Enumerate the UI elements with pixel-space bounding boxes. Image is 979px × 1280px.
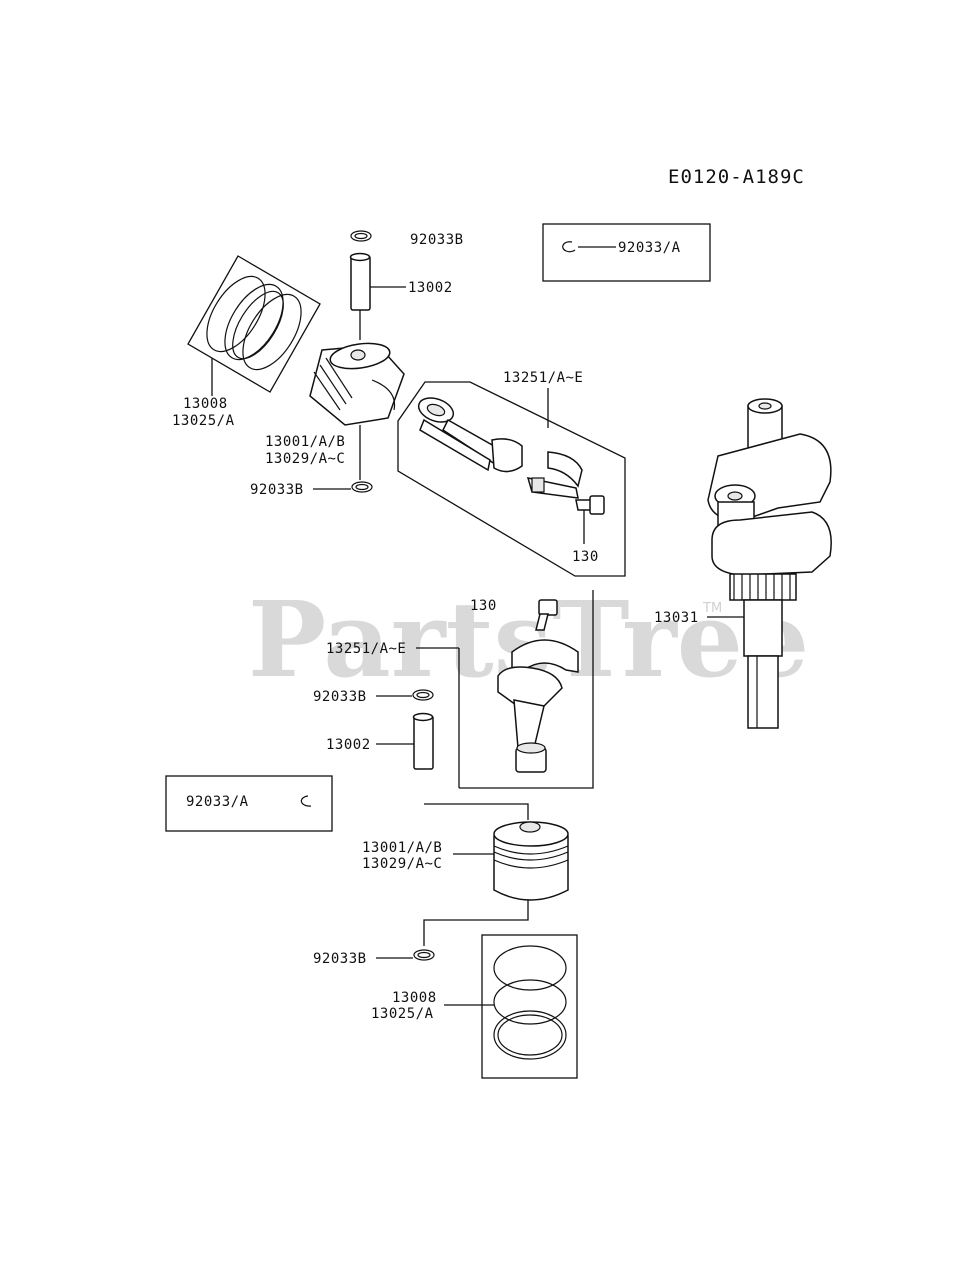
watermark-trademark: TM	[702, 601, 722, 616]
clip-inset-icon[interactable]	[562, 241, 576, 253]
rod-bolt-icon-top[interactable]	[575, 495, 605, 515]
connecting-rod-icon-top[interactable]	[415, 394, 583, 499]
label-bottom-piston-2[interactable]: 13029/A~C	[362, 856, 442, 872]
clip-inset-box-top	[542, 223, 711, 282]
label-bottom-clip-lower[interactable]: 92033B	[313, 951, 367, 967]
piston-pin-icon[interactable]	[349, 252, 371, 311]
label-top-rings-2[interactable]: 13025/A	[172, 413, 235, 429]
label-top-pin[interactable]: 13002	[408, 280, 453, 296]
piston-rings-box-bottom	[481, 934, 578, 1079]
rod-bolt-icon-bottom[interactable]	[535, 599, 558, 631]
label-bottom-piston-1[interactable]: 13001/A/B	[362, 840, 442, 856]
connecting-rod-box-top	[397, 381, 626, 577]
piston-icon-bottom[interactable]	[493, 821, 569, 901]
label-top-piston-1[interactable]: 13001/A/B	[265, 434, 345, 450]
label-bottom-rod[interactable]: 13251/A~E	[326, 641, 406, 657]
clip-inset-bottom-icon[interactable]	[300, 795, 312, 807]
label-bottom-clip-upper[interactable]: 92033B	[313, 689, 367, 705]
label-bottom-rings-2[interactable]: 13025/A	[371, 1006, 434, 1022]
clip-inset-box-bottom	[165, 775, 333, 832]
diagram-code: E0120-A189C	[668, 166, 805, 188]
label-top-clip-lower[interactable]: 92033B	[250, 482, 304, 498]
label-top-rings-1[interactable]: 13008	[183, 396, 228, 412]
label-top-clip-box[interactable]: 92033/A	[618, 240, 681, 256]
piston-rings-icon-bottom[interactable]	[493, 945, 567, 1060]
piston-pin-clip-bottom-lower-icon[interactable]	[413, 949, 435, 961]
label-top-piston-2[interactable]: 13029/A~C	[265, 451, 345, 467]
label-top-clip[interactable]: 92033B	[410, 232, 464, 248]
label-bottom-rings-1[interactable]: 13008	[392, 990, 437, 1006]
label-crankshaft[interactable]: 13031	[654, 610, 699, 626]
piston-pin-clip-bottom-icon[interactable]	[412, 689, 434, 701]
label-top-bolt[interactable]: 130	[572, 549, 599, 565]
piston-rings-icon-top[interactable]	[187, 255, 321, 393]
label-top-rod[interactable]: 13251/A~E	[503, 370, 583, 386]
label-bottom-clip-box[interactable]: 92033/A	[186, 794, 249, 810]
piston-pin-bottom-icon[interactable]	[412, 712, 434, 770]
crankshaft-icon[interactable]	[707, 398, 832, 729]
piston-pin-clip-lower-icon[interactable]	[351, 481, 373, 493]
label-bottom-pin[interactable]: 13002	[326, 737, 371, 753]
piston-pin-clip-icon[interactable]	[350, 230, 372, 242]
connecting-rod-icon-bottom[interactable]	[497, 639, 579, 773]
piston-icon-top[interactable]	[309, 340, 405, 426]
connecting-rod-box-bottom	[459, 590, 594, 789]
label-bottom-bolt[interactable]: 130	[470, 598, 497, 614]
